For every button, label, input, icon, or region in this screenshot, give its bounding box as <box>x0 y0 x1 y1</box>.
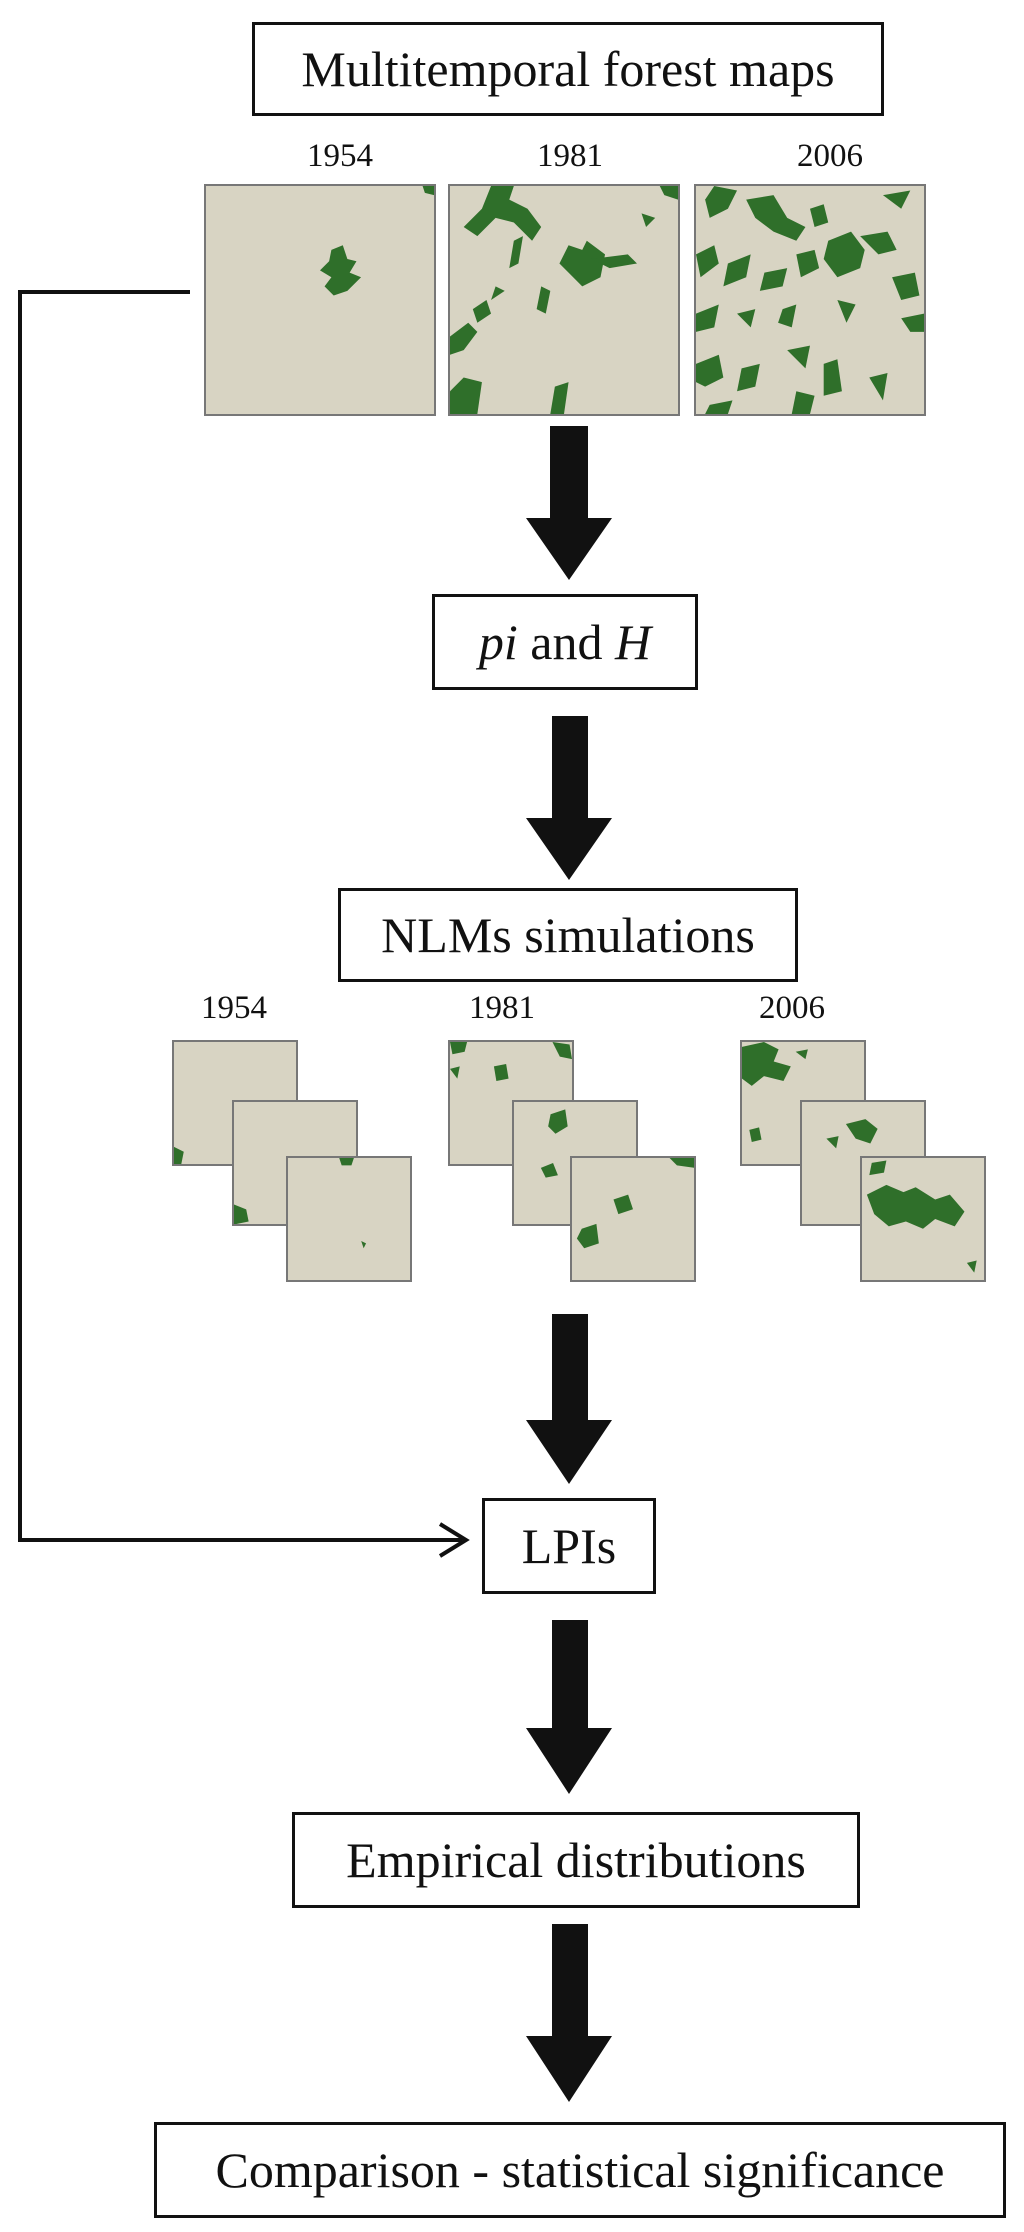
sim-year-1954: 1954 <box>201 990 267 1026</box>
empirical-distributions-box: Empirical distributions <box>292 1812 860 1908</box>
down-arrow-2 <box>526 716 612 880</box>
comparison-box: Comparison - statistical significance <box>154 2122 1006 2218</box>
multitemporal-forest-maps-box: Multitemporal forest maps <box>252 22 884 116</box>
forest-map-2006-graphic <box>696 186 924 414</box>
sim-map-2006-b-graphic <box>826 1119 878 1149</box>
comparison-label: Comparison - statistical significance <box>215 2142 945 2198</box>
connector-arrowhead <box>438 1522 470 1558</box>
empirical-distributions-label: Empirical distributions <box>346 1832 806 1888</box>
multitemporal-forest-maps-label: Multitemporal forest maps <box>301 41 835 97</box>
sim-map-2006-a-graphic <box>742 1042 808 1143</box>
map-year-2006: 2006 <box>797 138 863 174</box>
sim-map-2006-c-graphic <box>866 1160 977 1273</box>
sim-year-1981: 1981 <box>469 990 535 1026</box>
sim-year-2006: 2006 <box>759 990 825 1026</box>
sim-map-1954-b-graphic <box>234 1204 249 1224</box>
pi-and-h-box: pi and H <box>432 594 698 690</box>
map-year-1954: 1954 <box>307 138 373 174</box>
pi-label: pi <box>478 614 518 670</box>
sim-map-1954-a-graphic <box>174 1146 184 1164</box>
lpis-box: LPIs <box>482 1498 656 1594</box>
sim-map-1981-c <box>570 1156 696 1282</box>
connector-line-1954-to-lpis <box>18 290 462 1542</box>
forest-map-1981 <box>448 184 680 416</box>
nlm-simulations-box: NLMs simulations <box>338 888 798 982</box>
lpis-label: LPIs <box>521 1518 617 1574</box>
nlm-simulations-label: NLMs simulations <box>381 907 755 963</box>
down-arrow-5 <box>526 1924 612 2102</box>
map-year-1981: 1981 <box>537 138 603 174</box>
forest-map-1981-graphic <box>450 186 678 414</box>
down-arrow-4 <box>526 1620 612 1794</box>
forest-map-1954 <box>204 184 436 416</box>
sim-map-1981-c-graphic <box>576 1158 694 1249</box>
sim-map-1981-b-graphic <box>540 1109 568 1178</box>
forest-map-2006 <box>694 184 926 416</box>
sim-map-1954-c <box>286 1156 412 1282</box>
sim-map-2006-c <box>860 1156 986 1282</box>
sim-map-1981-a-graphic <box>450 1042 572 1082</box>
forest-map-1954-graphic <box>320 186 434 296</box>
down-arrow-3 <box>526 1314 612 1484</box>
sim-map-1954-c-graphic <box>339 1158 367 1249</box>
and-label: and <box>517 614 615 670</box>
h-label: H <box>615 614 652 670</box>
down-arrow-1 <box>526 426 612 580</box>
